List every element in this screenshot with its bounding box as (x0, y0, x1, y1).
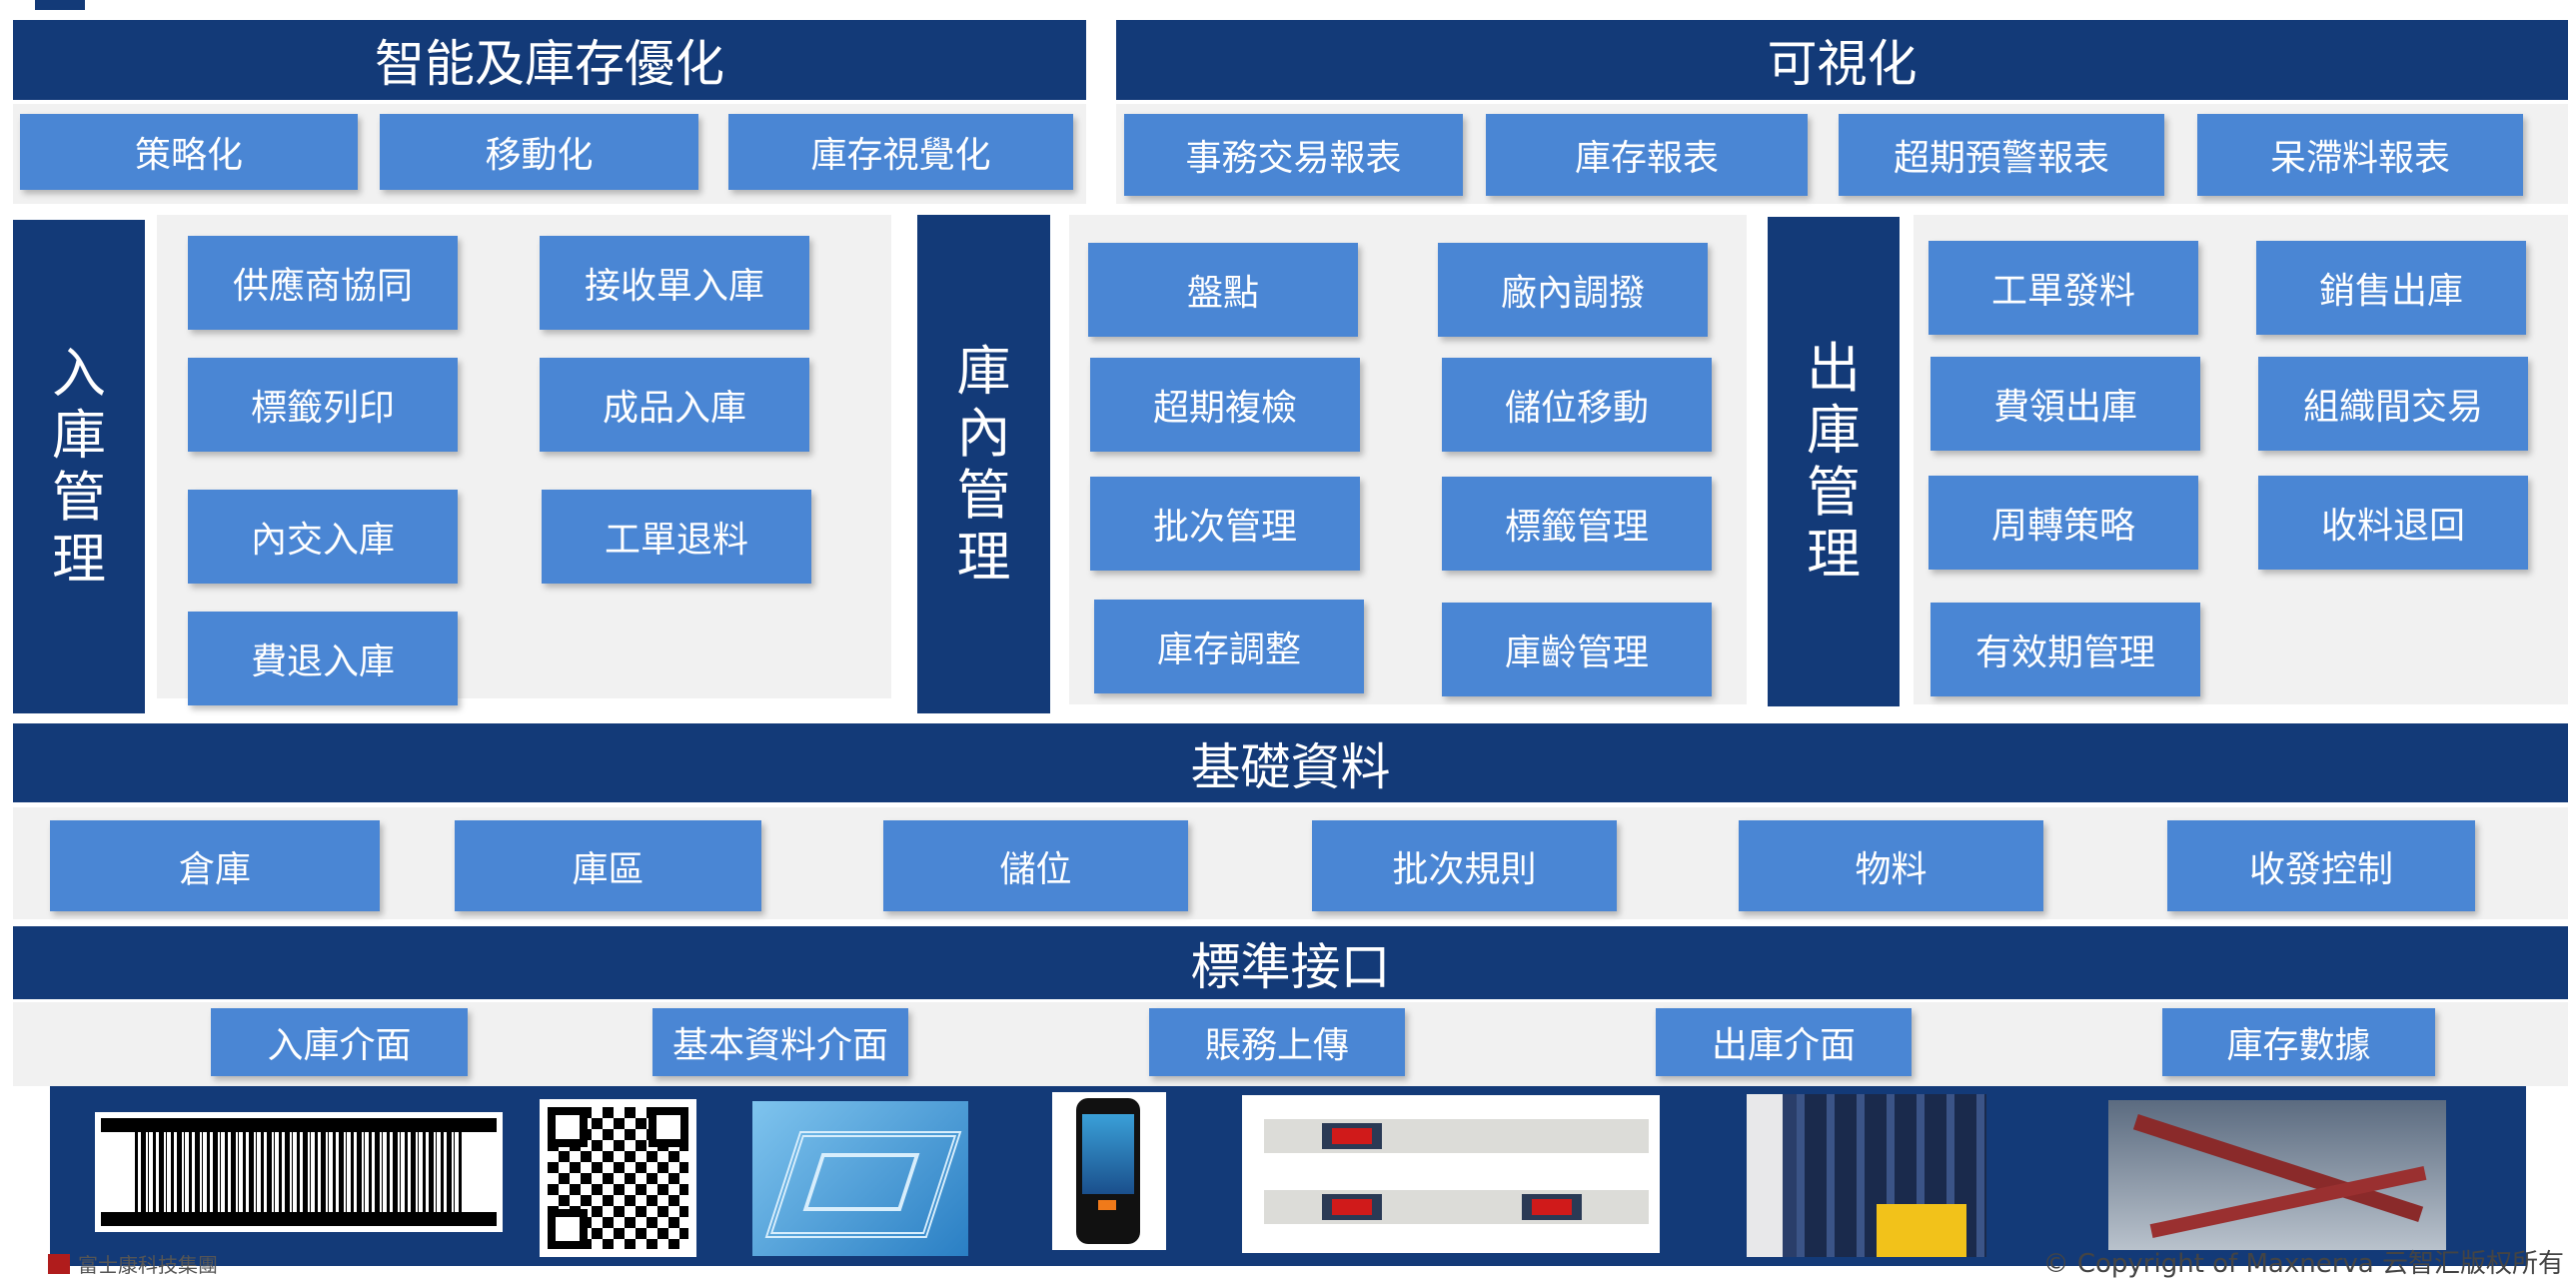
label-char: 理 (52, 528, 106, 591)
basic-data-item[interactable]: 儲位 (883, 820, 1188, 911)
report-item[interactable]: 庫存報表 (1486, 114, 1808, 196)
automated-warehouse-image (1747, 1094, 1986, 1257)
interface-item[interactable]: 入庫介面 (211, 1008, 468, 1076)
header-visualization: 可視化 (1116, 20, 2568, 100)
basic-data-header: 基礎資料 (13, 723, 2568, 802)
label-char: 管 (52, 466, 106, 529)
optimization-item[interactable]: 策略化 (20, 114, 358, 190)
electronic-label-sensor-image (1242, 1095, 1660, 1253)
outbound-label: 出庫管理 (1768, 217, 1900, 706)
inbound-item[interactable]: 費退入庫 (188, 612, 458, 705)
label-char: 管 (956, 463, 1011, 527)
basic-data-item[interactable]: 庫區 (455, 820, 761, 911)
conveyor-system-image (2108, 1100, 2446, 1250)
interface-item[interactable]: 基本資料介面 (652, 1008, 908, 1076)
outbound-item[interactable]: 收料退回 (2258, 476, 2528, 570)
qr-code-image (540, 1099, 696, 1257)
inbound-item[interactable]: 工單退料 (542, 490, 811, 584)
outbound-item[interactable]: 工單發料 (1929, 241, 2198, 335)
standard-interface-header: 標準接口 (13, 926, 2568, 999)
logo-text: 富士康科技集團 (78, 1253, 218, 1277)
barcode-image (95, 1112, 503, 1232)
optimization-item[interactable]: 庫存視覺化 (728, 114, 1073, 190)
label-char: 庫 (1807, 399, 1861, 462)
inbound-item[interactable]: 標籤列印 (188, 358, 458, 452)
header-intelligent-optimization: 智能及庫存優化 (13, 20, 1086, 100)
report-item[interactable]: 超期預警報表 (1839, 114, 2164, 196)
outbound-item[interactable]: 組織間交易 (2258, 357, 2528, 451)
rfid-tag-image (752, 1101, 968, 1256)
internal-item[interactable]: 批次管理 (1090, 477, 1360, 571)
company-logo: 富士康科技集團 (48, 1249, 218, 1278)
internal-item[interactable]: 庫存調整 (1094, 600, 1364, 693)
report-item[interactable]: 事務交易報表 (1124, 114, 1463, 196)
basic-data-item[interactable]: 物料 (1739, 820, 2043, 911)
label-char: 入 (52, 342, 106, 405)
basic-data-panel (13, 807, 2568, 919)
label-char: 庫 (52, 404, 106, 467)
logo-mark-icon (48, 1253, 70, 1274)
label-char: 內 (956, 401, 1011, 465)
outbound-item[interactable]: 費領出庫 (1931, 357, 2200, 451)
internal-item[interactable]: 超期複檢 (1090, 358, 1360, 452)
internal-item[interactable]: 庫齡管理 (1442, 603, 1712, 696)
internal-item[interactable]: 盤點 (1088, 243, 1358, 337)
label-char: 理 (1807, 523, 1861, 586)
label-char: 出 (1807, 337, 1861, 400)
corner-mark (35, 0, 85, 10)
internal-item[interactable]: 儲位移動 (1442, 358, 1712, 452)
label-char: 庫 (956, 339, 1011, 403)
inbound-item[interactable]: 內交入庫 (188, 490, 458, 584)
inbound-item[interactable]: 成品入庫 (540, 358, 809, 452)
label-char: 管 (1807, 461, 1861, 524)
outbound-item[interactable]: 周轉策略 (1929, 476, 2198, 570)
outbound-item[interactable]: 有效期管理 (1931, 603, 2200, 696)
inbound-label: 入庫管理 (13, 220, 145, 713)
basic-data-item[interactable]: 收發控制 (2167, 820, 2475, 911)
inbound-item[interactable]: 供應商協同 (188, 236, 458, 330)
inbound-item[interactable]: 接收單入庫 (540, 236, 809, 330)
internal-item[interactable]: 廠內調撥 (1438, 243, 1708, 337)
outbound-item[interactable]: 銷售出庫 (2256, 241, 2526, 335)
interface-item[interactable]: 出庫介面 (1656, 1008, 1912, 1076)
handheld-terminal-image (1052, 1092, 1166, 1250)
copyright-text: © Copyright of Maxnerva 云智汇版权所有 (2042, 1249, 2564, 1279)
label-char: 理 (956, 525, 1011, 589)
interface-item[interactable]: 庫存數據 (2162, 1008, 2435, 1076)
optimization-item[interactable]: 移動化 (380, 114, 698, 190)
internal-item[interactable]: 標籤管理 (1442, 477, 1712, 571)
internal-label: 庫內管理 (917, 215, 1050, 713)
interface-item[interactable]: 賬務上傳 (1149, 1008, 1405, 1076)
report-item[interactable]: 呆滯料報表 (2197, 114, 2523, 196)
basic-data-item[interactable]: 倉庫 (50, 820, 380, 911)
basic-data-item[interactable]: 批次規則 (1312, 820, 1617, 911)
